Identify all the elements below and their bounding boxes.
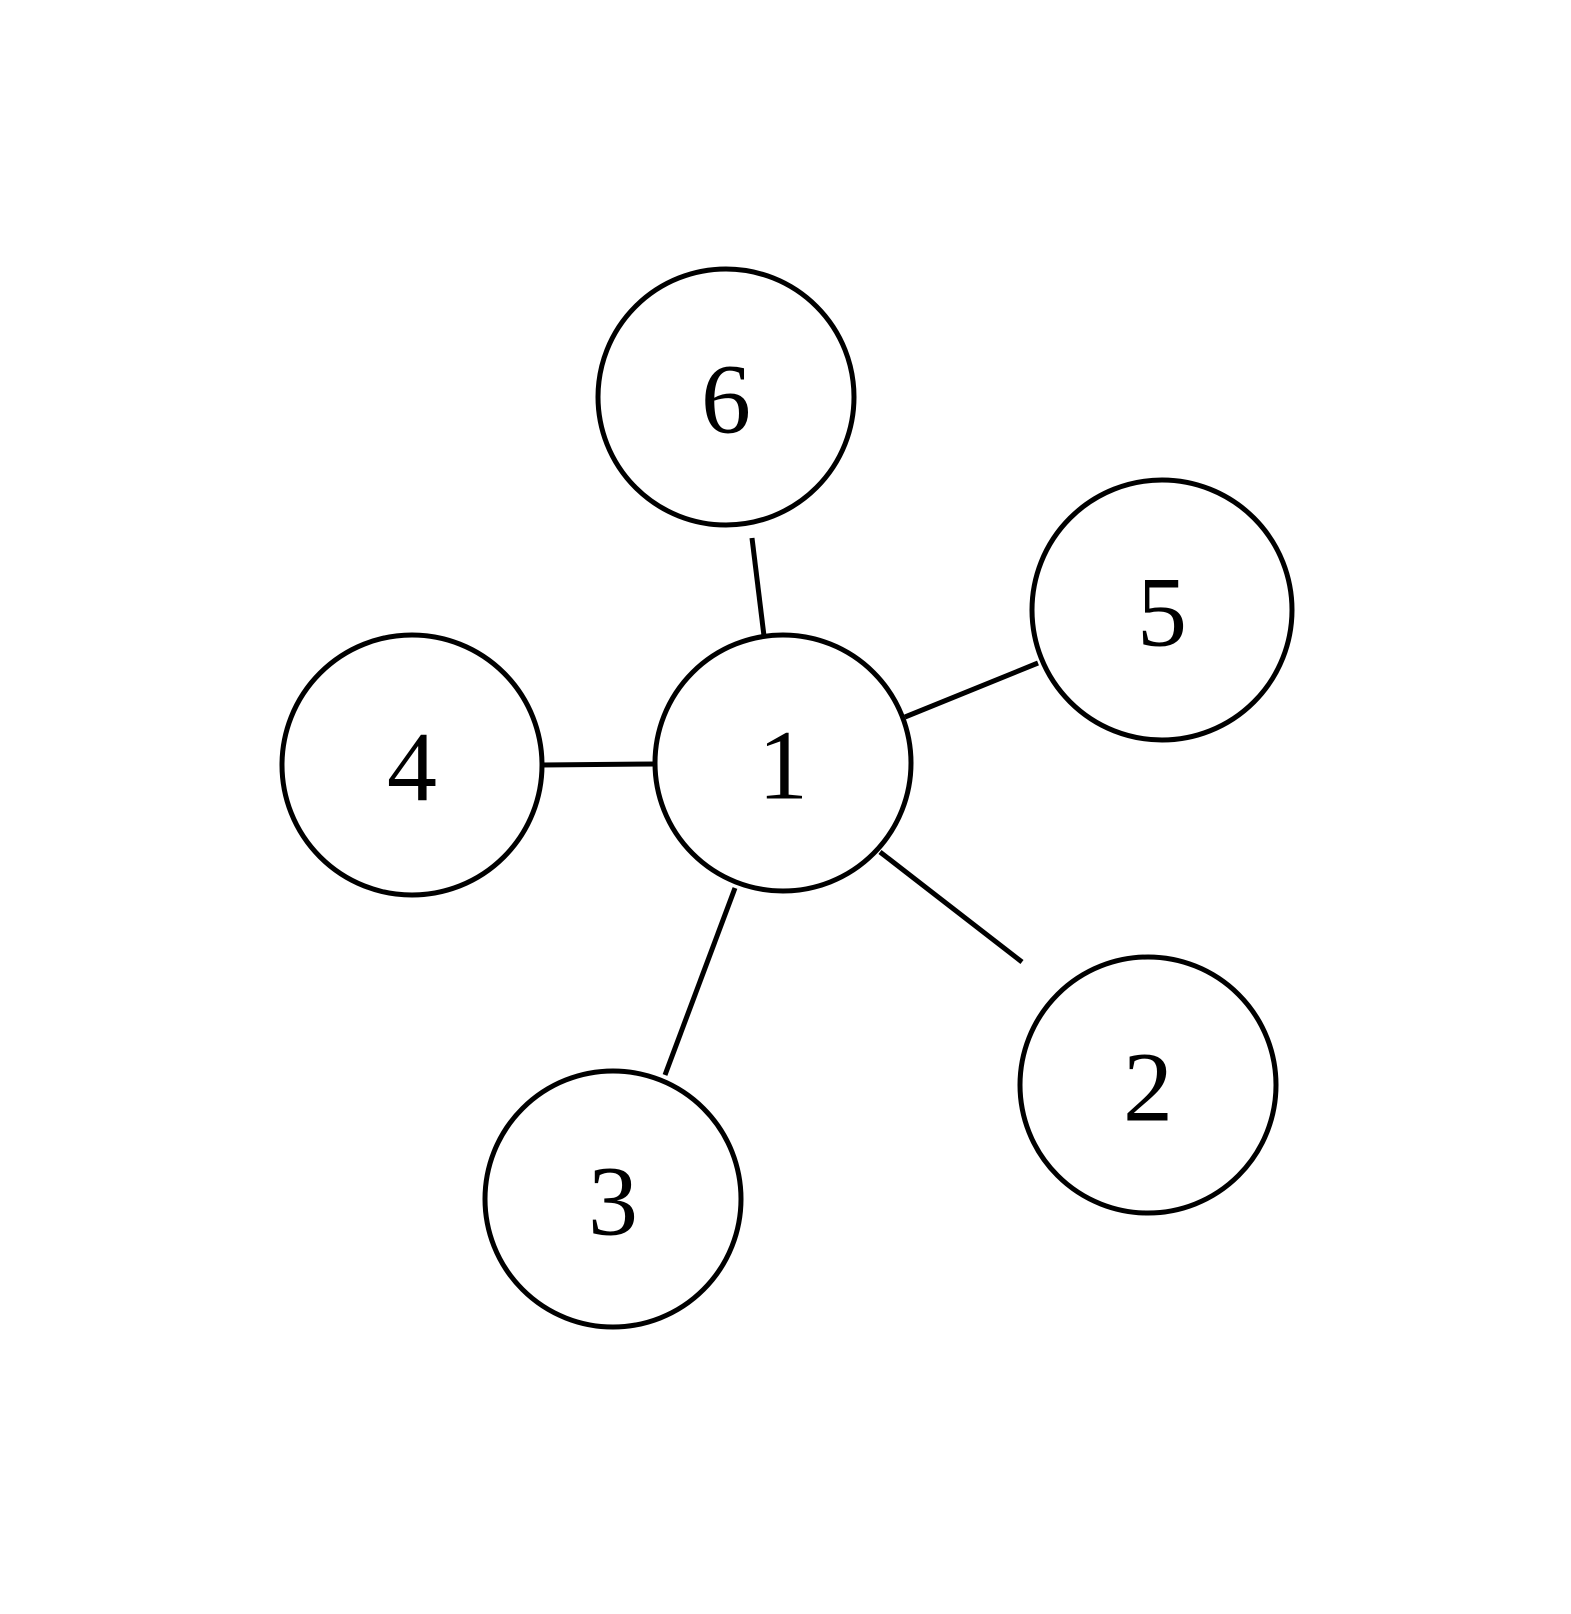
- graph-node-4[interactable]: 4: [279, 632, 545, 898]
- nodes-layer: 1 2 3 4 5 6: [279, 266, 1295, 1330]
- graph-edge-1-2: [878, 850, 1024, 964]
- graph-edge-1-6: [749, 537, 767, 637]
- graph-node-label-6: 6: [701, 344, 751, 455]
- graph-node-label-2: 2: [1123, 1032, 1173, 1143]
- graph-node-2[interactable]: 2: [1017, 954, 1279, 1216]
- graph-node-6[interactable]: 6: [595, 266, 857, 528]
- graph-edge-1-3: [662, 887, 738, 1076]
- graph-node-circle-2[interactable]: [1017, 954, 1279, 1216]
- graph-edge-1-4: [541, 761, 656, 768]
- graph-node-1[interactable]: 1: [652, 632, 914, 894]
- graph-node-circle-3[interactable]: [482, 1068, 744, 1330]
- graph-node-label-5: 5: [1137, 557, 1187, 668]
- graph-node-circle-1[interactable]: [652, 632, 914, 894]
- graph-node-circle-4[interactable]: [279, 632, 545, 898]
- graph-node-label-1: 1: [758, 710, 808, 821]
- graph-node-label-3: 3: [588, 1146, 638, 1257]
- graph-node-circle-6[interactable]: [595, 266, 857, 528]
- edges-layer: [541, 537, 1039, 1076]
- graph-edge-1-5: [904, 660, 1039, 720]
- graph-node-3[interactable]: 3: [482, 1068, 744, 1330]
- graph-node-label-4: 4: [387, 712, 437, 823]
- graph-node-circle-5[interactable]: [1029, 477, 1295, 743]
- graph-node-5[interactable]: 5: [1029, 477, 1295, 743]
